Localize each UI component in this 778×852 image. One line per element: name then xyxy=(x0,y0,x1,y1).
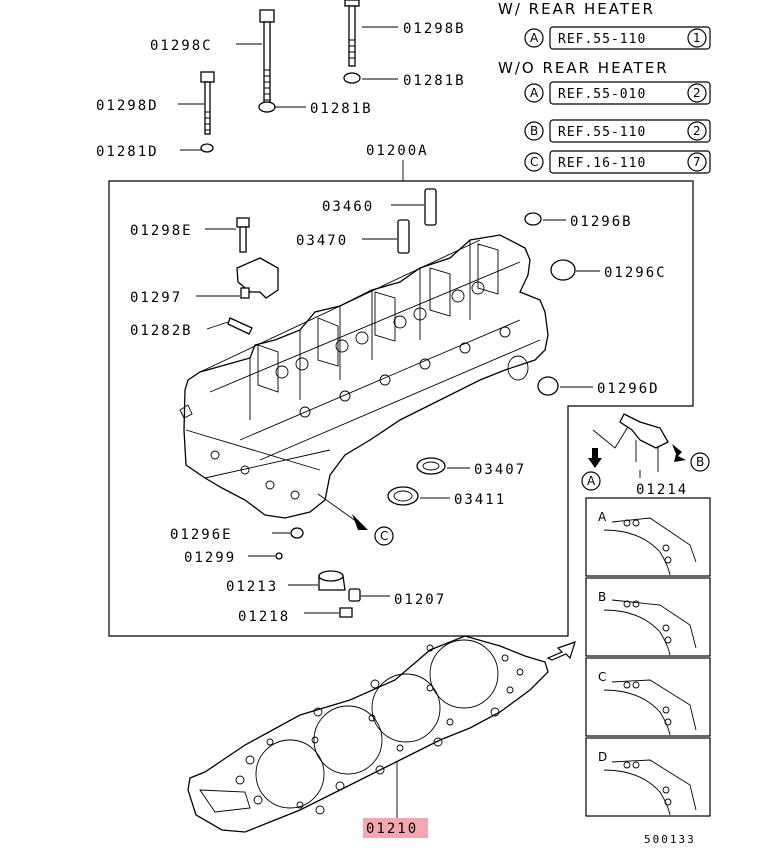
bolt-01298C xyxy=(259,9,275,105)
washer-01281B-top xyxy=(343,72,361,84)
washer-01281D xyxy=(200,143,214,153)
cylinder-head-assembly-frame xyxy=(108,180,694,637)
variant-arrow xyxy=(546,641,576,661)
ref-label: REF.55-110 xyxy=(558,125,646,140)
part-01218 xyxy=(339,607,353,618)
ref-marker: C xyxy=(530,155,538,169)
ref-count: 2 xyxy=(693,86,701,100)
variant-label: C xyxy=(598,670,606,684)
plug-01296D xyxy=(537,376,559,396)
variant-label: D xyxy=(598,750,607,764)
hose-01214 xyxy=(592,413,669,478)
seal-03407 xyxy=(416,457,446,475)
washer-01281B-mid xyxy=(258,101,276,113)
part-01299 xyxy=(275,552,283,560)
bolt-01298E xyxy=(236,217,250,253)
label-01207: 01207 xyxy=(394,592,446,608)
ref-row-4[interactable]: C REF.16-110 7 xyxy=(524,150,711,174)
ref-label: REF.55-010 xyxy=(558,87,646,102)
ref-label: REF.55-110 xyxy=(558,32,646,47)
dowel-03470 xyxy=(397,219,410,254)
marker-a[interactable] xyxy=(581,471,601,491)
label-01298D: 01298D xyxy=(96,98,159,114)
marker-b[interactable] xyxy=(690,452,710,472)
ref-label: REF.16-110 xyxy=(558,156,646,171)
label-01213: 01213 xyxy=(226,579,278,595)
label-03407: 03407 xyxy=(474,462,526,478)
label-01296D: 01296D xyxy=(597,381,660,397)
ref-row-2[interactable]: A REF.55-010 2 xyxy=(524,81,711,105)
part-01207 xyxy=(348,588,361,602)
label-01298E: 01298E xyxy=(130,223,193,239)
label-01299: 01299 xyxy=(184,550,236,566)
label-01282B: 01282B xyxy=(130,323,193,339)
ref-count: 7 xyxy=(693,155,701,169)
label-01298B: 01298B xyxy=(403,21,466,37)
ref-marker: A xyxy=(530,86,539,100)
legend-without-header: W/O REAR HEATER xyxy=(498,59,669,77)
ref-row-3[interactable]: B REF.55-110 2 xyxy=(524,119,711,143)
ref-row-1[interactable]: A REF.55-110 1 xyxy=(524,26,711,50)
plug-01296B xyxy=(524,212,542,226)
label-03411: 03411 xyxy=(454,492,506,508)
seal-03411 xyxy=(387,486,419,506)
label-01281D: 01281D xyxy=(96,144,159,160)
label-01296C: 01296C xyxy=(604,265,667,281)
label-01210: 01210 xyxy=(366,821,418,837)
label-03470: 03470 xyxy=(296,233,348,249)
marker-c[interactable] xyxy=(374,526,394,546)
label-01214: 01214 xyxy=(636,482,688,498)
legend-with-header: W/ REAR HEATER xyxy=(498,0,655,18)
head-gasket-01210 xyxy=(187,635,549,833)
bolt-01298D xyxy=(200,71,215,135)
label-01296B: 01296B xyxy=(570,214,633,230)
ref-count: 1 xyxy=(693,31,701,45)
variant-label: A xyxy=(598,510,607,524)
stud-01282B xyxy=(227,317,253,335)
variant-label: B xyxy=(598,590,606,604)
label-01281B-top: 01281B xyxy=(403,73,466,89)
dowel-03460 xyxy=(424,188,437,226)
legend: W/ REAR HEATER W/O REAR HEATER A REF.55-… xyxy=(498,0,711,174)
plug-01296C xyxy=(550,259,576,281)
svg-text:C: C xyxy=(380,529,388,543)
label-01281B-mid: 01281B xyxy=(310,101,373,117)
highlight-01210 xyxy=(363,818,428,838)
svg-text:A: A xyxy=(587,474,596,488)
plug-01296E xyxy=(290,527,304,539)
ref-marker: A xyxy=(530,31,539,45)
label-01296E: 01296E xyxy=(170,527,233,543)
diagram-number: 500133 xyxy=(644,833,696,846)
label-01218: 01218 xyxy=(238,609,290,625)
label-01297: 01297 xyxy=(130,290,182,306)
svg-text:B: B xyxy=(696,455,704,469)
bolt-01298B xyxy=(344,0,360,67)
gasket-variant-panels: A B C D xyxy=(585,497,711,817)
label-01298C: 01298C xyxy=(150,38,213,54)
label-03460: 03460 xyxy=(322,199,374,215)
ref-count: 2 xyxy=(693,124,701,138)
cylinder-head xyxy=(179,234,549,519)
label-01200A: 01200A xyxy=(366,143,429,159)
ref-marker: B xyxy=(530,124,538,138)
